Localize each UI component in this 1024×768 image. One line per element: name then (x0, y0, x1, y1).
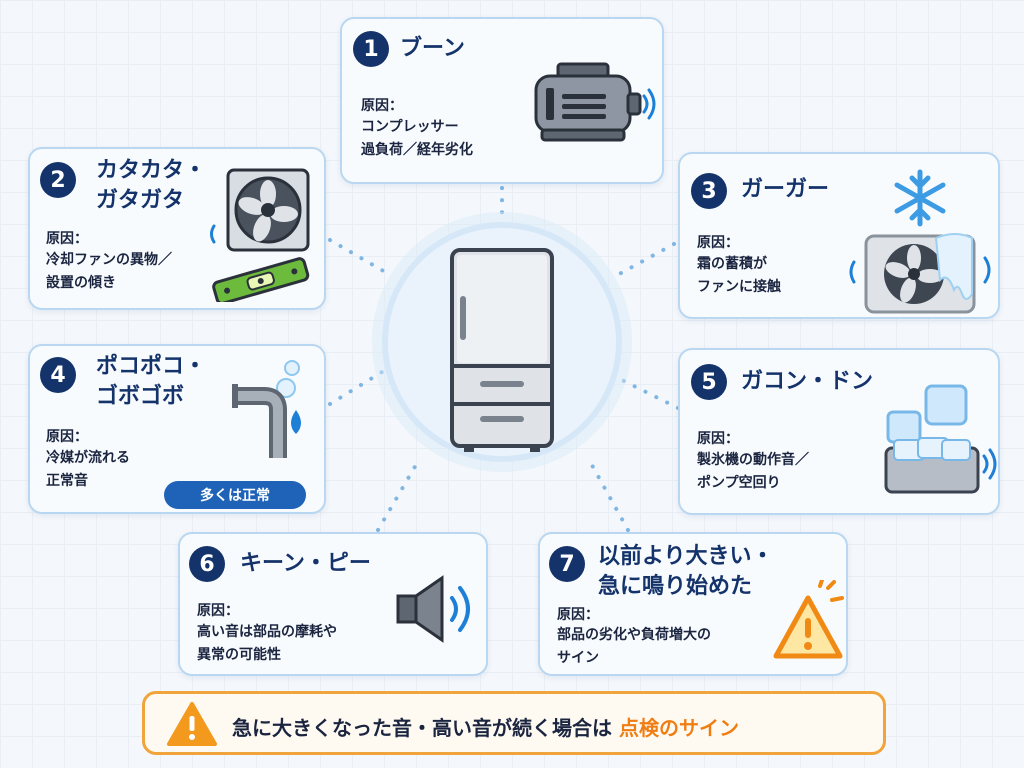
card-6-cause-label: 原因： (197, 603, 239, 619)
card-1-cause: コンプレッサー 過負荷／経年劣化 (361, 119, 473, 158)
card-4-cause-label: 原因： (46, 429, 88, 445)
mostly-normal-tag: 多くは正常 (164, 481, 306, 509)
card-7-cause-label: 原因： (557, 607, 599, 623)
card-6-title: キーン・ピー (240, 551, 371, 576)
banner-text: 急に大きくなった音・高い音が続く場合は 点検のサイン (232, 712, 739, 741)
card-3-cause: 霜の蓄積が ファンに接触 (697, 256, 781, 295)
card-5-number: 5 (691, 364, 727, 400)
refrigerant-pipe-icon (232, 360, 301, 458)
card-1-title: ブーン (400, 36, 465, 61)
card-5-cause-label: 原因： (697, 431, 739, 447)
card-2-title: カタカタ・ ガタガタ (96, 158, 207, 213)
speaker-icon (396, 575, 470, 643)
banner-accent-text: 点検のサイン (618, 716, 739, 740)
frosted-fan-icon (849, 169, 991, 314)
ice-maker-icon (884, 384, 997, 494)
card-1-number: 1 (353, 31, 389, 67)
card-2-number: 2 (40, 162, 76, 198)
card-5-cause: 製氷機の動作音／ ポンプ空回り (697, 452, 809, 491)
warning-triangle-icon (773, 580, 844, 659)
card-7-number: 7 (549, 546, 585, 582)
card-3-cause-label: 原因： (697, 235, 739, 251)
refrigerator-icon (450, 248, 554, 452)
card-1-cause-label: 原因： (361, 98, 403, 114)
fan-and-level-icon (210, 168, 310, 302)
compressor-motor-icon (534, 62, 656, 142)
card-4-cause: 冷媒が流れる 正常音 (46, 450, 130, 489)
card-5-title: ガコン・ドン (741, 369, 874, 394)
card-6-cause: 高い音は部品の摩耗や 異常の可能性 (197, 624, 337, 663)
card-2-cause-label: 原因： (46, 231, 88, 247)
warning-banner (142, 691, 886, 755)
card-2-cause: 冷却ファンの異物／ 設置の傾き (46, 252, 172, 291)
warning-icon (167, 702, 217, 746)
card-6-number: 6 (189, 546, 225, 582)
card-7-title: 以前より大きい・ 急に鳴り始めた (598, 544, 774, 599)
card-3-title: ガーガー (741, 177, 830, 202)
card-3-number: 3 (691, 173, 727, 209)
banner-main-text: 急に大きくなった音・高い音が続く場合は (232, 716, 612, 740)
card-7-cause: 部品の劣化や負荷増大の サイン (557, 627, 711, 666)
card-4-number: 4 (40, 357, 76, 393)
card-4-title: ポコポコ・ ゴボゴボ (96, 354, 207, 409)
